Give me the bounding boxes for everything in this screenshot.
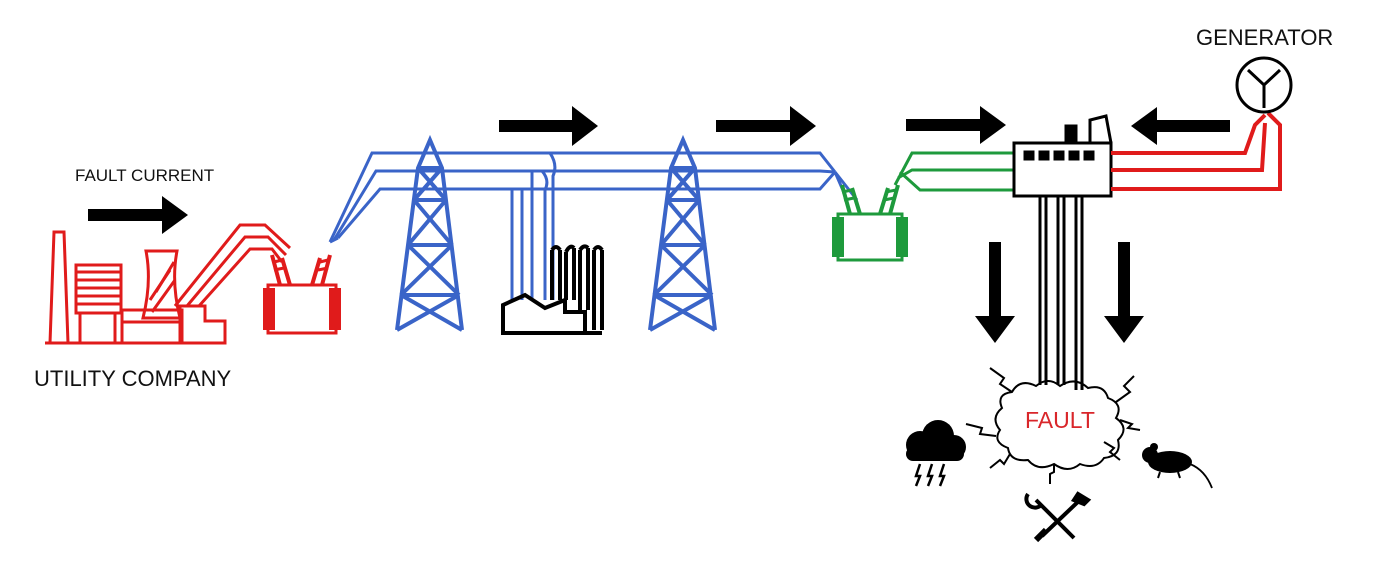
fault-burst — [965, 367, 1141, 484]
generator-label: GENERATOR — [1196, 25, 1333, 50]
flow-arrow-icon — [906, 106, 1006, 144]
storm-cloud-icon — [906, 420, 966, 487]
flow-arrow-icon — [88, 196, 188, 234]
tools-icon — [1024, 491, 1092, 543]
fault-feeders — [1038, 196, 1084, 390]
transformer-icon — [263, 254, 341, 335]
flow-arrow-icon — [1104, 242, 1144, 343]
utility-company-label: UTILITY COMPANY — [34, 366, 232, 391]
fault-label: FAULT — [1025, 407, 1095, 433]
factory-icon — [501, 244, 604, 335]
transmission-tower-icon — [648, 134, 717, 332]
flow-arrow-icon — [975, 242, 1015, 343]
distribution-transformer-icon — [832, 171, 908, 262]
flow-arrow-icon — [716, 106, 816, 146]
flow-arrow-icon — [499, 106, 598, 146]
transmission-lines — [328, 151, 837, 300]
generator-lines — [1111, 111, 1282, 191]
transmission-tower-icon — [395, 134, 464, 332]
power-plant-icon — [45, 223, 292, 345]
flow-arrow-icon — [1131, 107, 1230, 145]
fault-current-label: FAULT CURRENT — [75, 166, 214, 185]
rodent-icon — [1142, 443, 1213, 489]
generator-icon — [1235, 56, 1293, 114]
switchboard-icon — [1012, 114, 1113, 198]
distribution-lines — [893, 151, 1015, 192]
